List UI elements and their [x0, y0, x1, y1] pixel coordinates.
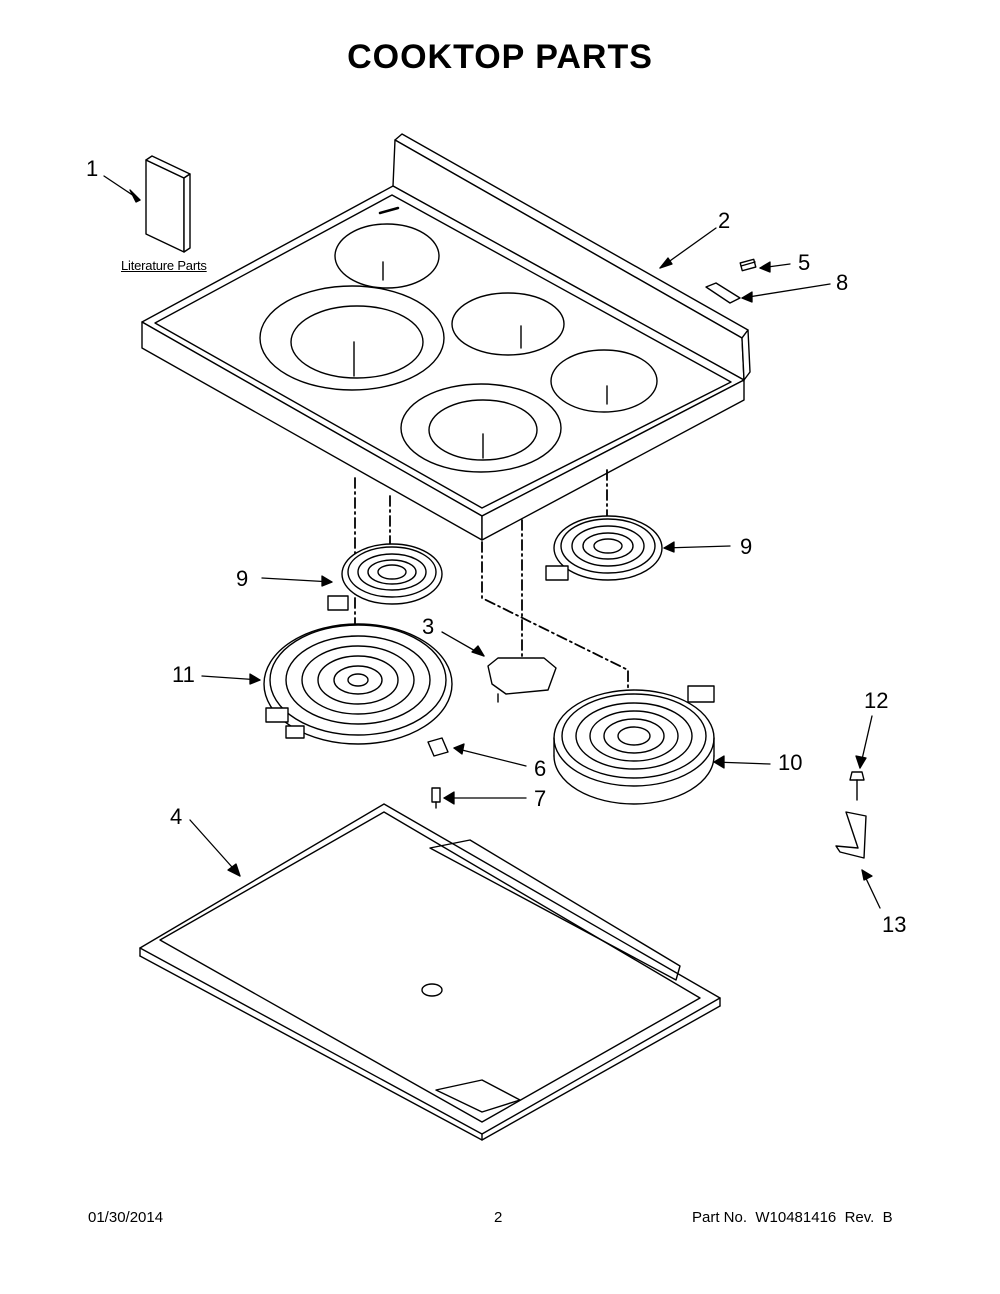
surface-element-10: [553, 685, 715, 805]
callout-leader-lines: [103, 175, 881, 909]
footer-part-number: Part No. W10481416 Rev. B: [692, 1209, 893, 1226]
callout-8: 8: [836, 270, 849, 295]
callout-9-left: 9: [236, 566, 249, 591]
callout-10: 10: [778, 750, 803, 775]
cooktop-assembly: [141, 133, 751, 541]
element-outline-rear-center: [451, 292, 565, 356]
footer-date: 01/30/2014: [88, 1209, 164, 1226]
element-outline-front-right-inner: [428, 399, 538, 461]
bracket-part-6: [427, 737, 449, 757]
surface-element-9-left: [327, 543, 443, 611]
screw-part-5: [739, 258, 757, 272]
callout-2: 2: [718, 208, 731, 233]
clip-part-8: [705, 282, 741, 304]
footer-page-number: 2: [494, 1209, 503, 1226]
callout-6: 6: [534, 756, 547, 781]
callout-9-right: 9: [740, 534, 753, 559]
element-outline-rear-right: [550, 349, 658, 413]
surface-element-11: [263, 623, 453, 745]
callout-5: 5: [798, 250, 811, 275]
element-outline-rear-left: [334, 223, 440, 289]
page-title: COOKTOP PARTS: [347, 38, 653, 76]
callout-11: 11: [172, 662, 195, 687]
screw-part-7: [431, 787, 441, 809]
callout-7: 7: [534, 786, 547, 811]
limiter-sensor-part-3: [487, 657, 557, 703]
callout-4: 4: [170, 804, 183, 829]
callout-13: 13: [882, 912, 907, 937]
surface-element-9-right: [545, 515, 663, 581]
element-outline-front-right-outer: [400, 383, 562, 473]
element-outline-front-left-outer: [259, 285, 445, 391]
callout-1: 1: [86, 156, 99, 181]
literature-parts-label: Literature Parts: [121, 258, 207, 273]
literature-book-part: [145, 155, 191, 253]
element-outline-front-left-inner: [290, 305, 424, 379]
callout-3: 3: [422, 614, 435, 639]
bracket-part-13: [835, 811, 867, 859]
screw-part-12: [849, 771, 865, 801]
burner-box-part-4: [139, 803, 721, 1141]
callout-12: 12: [864, 688, 889, 713]
